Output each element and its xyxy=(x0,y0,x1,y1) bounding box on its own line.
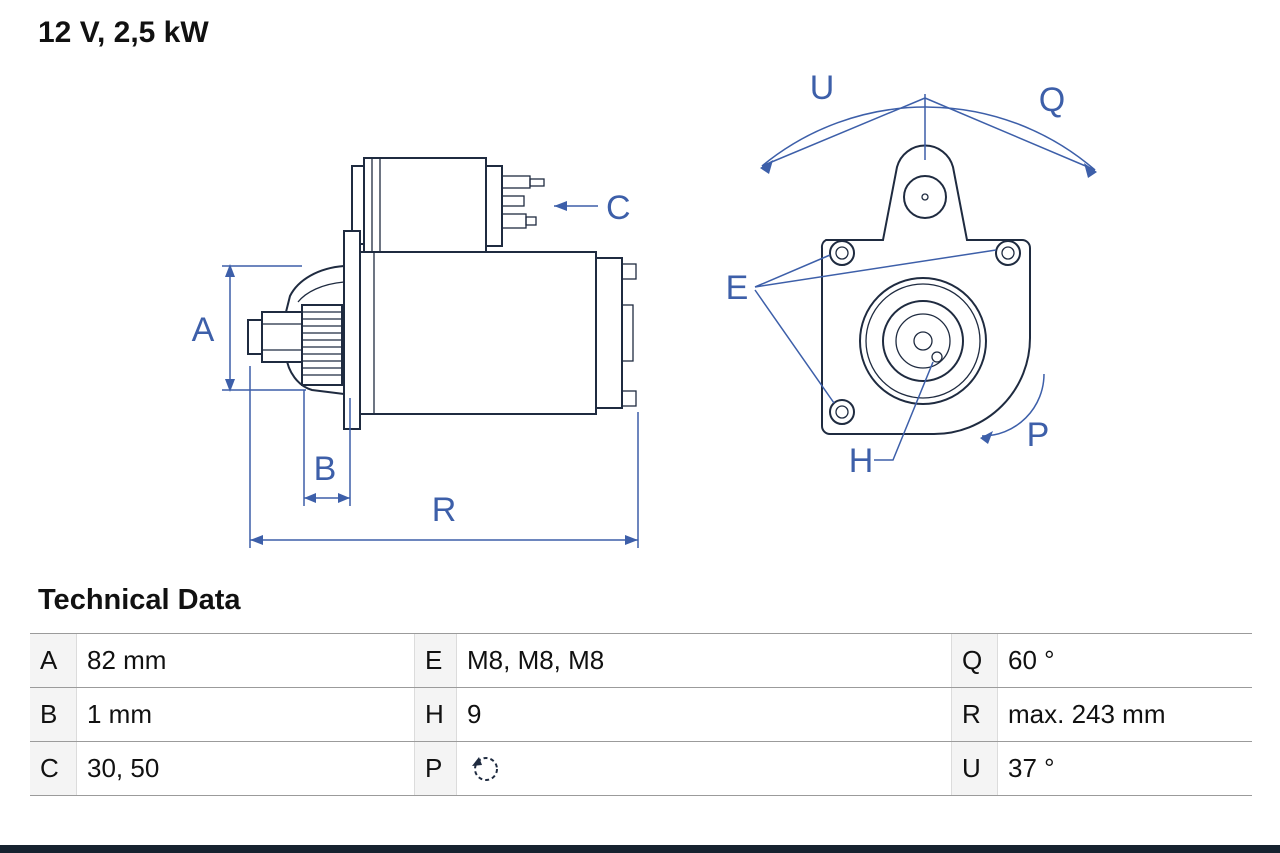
table-key-cell: P xyxy=(414,742,456,795)
page-title: 12 V, 2,5 kW xyxy=(38,16,209,49)
table-key-cell: E xyxy=(414,634,456,687)
table-value-cell: 60 ° xyxy=(997,634,1252,687)
dim-label-r: R xyxy=(432,491,457,529)
center-boss xyxy=(859,277,987,405)
callout-e: E xyxy=(726,249,997,404)
dim-label-a: A xyxy=(192,311,215,349)
table-value-cell: 37 ° xyxy=(997,742,1252,795)
rotation-direction-icon xyxy=(472,756,498,781)
table-value-cell: max. 243 mm xyxy=(997,688,1252,741)
dim-a: A xyxy=(192,264,306,392)
table-key-cell: B xyxy=(30,688,76,741)
solenoid xyxy=(351,157,545,253)
ear-hole xyxy=(903,175,947,219)
bolt-holes xyxy=(829,240,1021,425)
technical-drawing: A B R C xyxy=(192,69,1097,548)
flange-plate xyxy=(820,144,1031,435)
table-value-cell: 30, 50 xyxy=(76,742,414,795)
mounting-flange xyxy=(343,230,361,430)
dim-label-b: B xyxy=(314,450,337,488)
table-key-cell: H xyxy=(414,688,456,741)
callout-h: H xyxy=(849,361,934,480)
table-value-cell: 82 mm xyxy=(76,634,414,687)
table-key-cell: U xyxy=(951,742,997,795)
table-row: A 82 mm E M8, M8, M8 Q 60 ° xyxy=(30,634,1252,688)
table-value-cell xyxy=(456,742,951,795)
bottom-bar xyxy=(0,845,1280,853)
table-row: B 1 mm H 9 R max. 243 mm xyxy=(30,688,1252,742)
table-key-cell: A xyxy=(30,634,76,687)
dim-u-q: U Q xyxy=(760,69,1097,178)
section-heading: Technical Data xyxy=(38,584,241,616)
technical-data-table: A 82 mm E M8, M8, M8 Q 60 ° B 1 mm H 9 R… xyxy=(30,633,1252,796)
table-row: C 30, 50 P U 37 ° xyxy=(30,742,1252,796)
dim-b: B xyxy=(303,390,351,506)
table-value-cell: 1 mm xyxy=(76,688,414,741)
front-view: U Q E H P xyxy=(726,69,1097,480)
dim-label-p: P xyxy=(1027,416,1050,454)
table-key-cell: Q xyxy=(951,634,997,687)
dim-label-q: Q xyxy=(1039,81,1065,119)
motor-body xyxy=(357,251,637,415)
dim-label-c: C xyxy=(606,189,631,227)
table-value-cell: 9 xyxy=(456,688,951,741)
shaft-end xyxy=(247,311,303,363)
table-value-cell: M8, M8, M8 xyxy=(456,634,951,687)
pinion-gear xyxy=(301,304,343,386)
dim-label-h: H xyxy=(849,442,874,480)
table-key-cell: C xyxy=(30,742,76,795)
side-view: A B R C xyxy=(192,157,639,548)
table-key-cell: R xyxy=(951,688,997,741)
dim-c: C xyxy=(554,189,631,227)
dim-label-e: E xyxy=(726,269,749,307)
dim-r: R xyxy=(249,366,639,548)
dim-label-u: U xyxy=(810,69,835,107)
callout-p: P xyxy=(980,373,1050,454)
